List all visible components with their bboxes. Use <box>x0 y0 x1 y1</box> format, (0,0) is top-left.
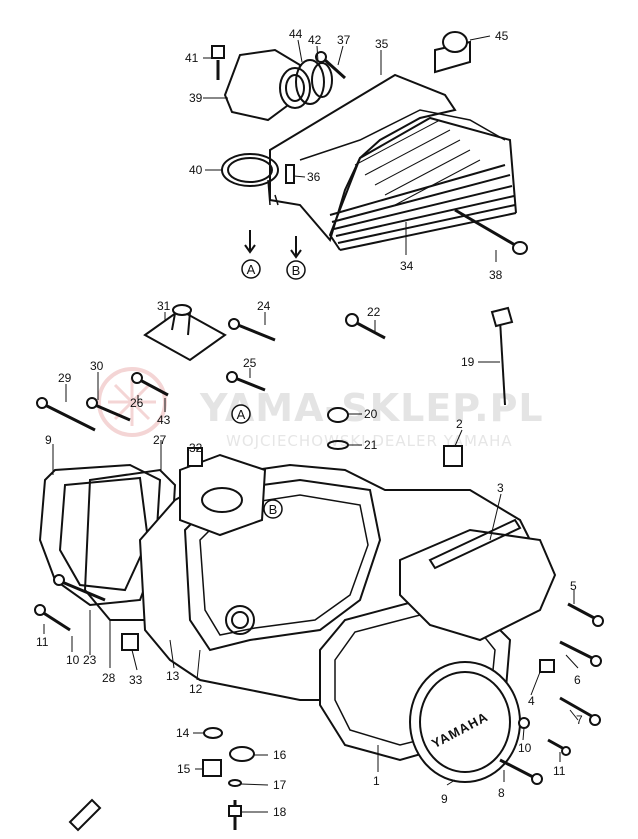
part-label-15: 15 <box>177 762 191 776</box>
part-label-26: 26 <box>130 396 144 410</box>
part-label-22: 22 <box>367 305 381 319</box>
part-label-43: 43 <box>157 413 171 427</box>
crankcase-assembly <box>34 304 604 832</box>
part-label-13: 13 <box>166 669 180 683</box>
part-label-29: 29 <box>58 371 72 385</box>
watermark: YAMA-SKLEP.PL WOJCIECHOWSKI DEALER YAMAH… <box>97 367 544 450</box>
part-label-21: 21 <box>364 438 378 452</box>
part-label-7: 7 <box>576 713 583 727</box>
part-label-2: 2 <box>456 417 463 431</box>
part-label-36: 36 <box>307 170 321 184</box>
watermark-main-text: YAMA-SKLEP.PL <box>199 386 544 430</box>
marker-a-top: A <box>247 262 256 277</box>
part-label-4: 4 <box>528 694 535 708</box>
part-label-38: 38 <box>489 268 503 282</box>
part-label-6: 6 <box>574 673 581 687</box>
marker-a-lower: A <box>237 407 246 422</box>
cylinder-cover-assembly <box>211 31 528 259</box>
part-label-11-right: 11 <box>553 764 566 778</box>
watermark-sub-text: WOJCIECHOWSKI DEALER YAMAHA <box>226 432 513 450</box>
part-label-9-left: 9 <box>45 433 52 447</box>
part-label-12: 12 <box>189 682 203 696</box>
part-labels: 45 35 37 42 44 41 39 40 36 34 38 31 24 2… <box>36 27 583 819</box>
part-label-24: 24 <box>257 299 271 313</box>
part-label-39: 39 <box>189 91 203 105</box>
part-label-8: 8 <box>498 786 505 800</box>
part-label-28: 28 <box>102 671 116 685</box>
part-label-20: 20 <box>364 407 378 421</box>
part-label-19: 19 <box>461 355 475 369</box>
part-label-31: 31 <box>157 299 171 313</box>
part-label-30: 30 <box>90 359 104 373</box>
part-label-33: 33 <box>129 673 143 687</box>
part-label-45: 45 <box>495 29 509 43</box>
part-label-10-right: 10 <box>518 741 532 755</box>
part-label-37: 37 <box>337 33 351 47</box>
part-label-18: 18 <box>273 805 287 819</box>
part-label-16: 16 <box>273 748 287 762</box>
part-label-9-bottom: 9 <box>441 792 448 806</box>
part-label-41: 41 <box>185 51 199 65</box>
part-label-27: 27 <box>153 433 167 447</box>
part-label-14: 14 <box>176 726 190 740</box>
marker-b-top: B <box>292 263 301 278</box>
part-label-10-left: 10 <box>66 653 80 667</box>
part-label-3: 3 <box>497 481 504 495</box>
part-label-1: 1 <box>373 774 380 788</box>
part-label-40: 40 <box>189 163 203 177</box>
part-label-23: 23 <box>83 653 97 667</box>
part-label-11-left: 11 <box>36 635 49 649</box>
part-label-32: 32 <box>189 441 203 455</box>
marker-b-lower: B <box>269 502 278 517</box>
part-label-44: 44 <box>289 27 303 41</box>
part-label-17: 17 <box>273 778 287 792</box>
part-label-25: 25 <box>243 356 257 370</box>
part-label-5: 5 <box>570 579 577 593</box>
circle-markers: A B A B <box>231 259 306 519</box>
leader-lines <box>43 35 579 813</box>
part-label-34: 34 <box>400 259 414 273</box>
part-label-35: 35 <box>375 37 389 51</box>
part-label-42: 42 <box>308 33 322 47</box>
